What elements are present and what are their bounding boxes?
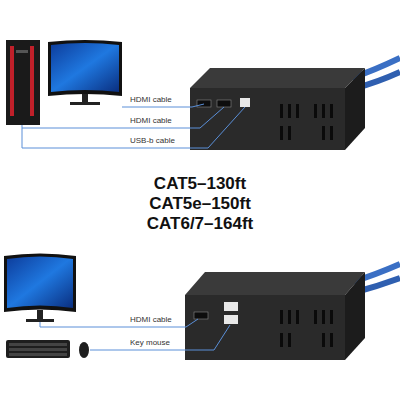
- tower-light: [30, 46, 34, 116]
- cable-label: HDMI cable: [128, 95, 174, 105]
- pc-tower: [6, 40, 40, 125]
- hdmi-port: [194, 312, 208, 319]
- hdmi-port: [197, 100, 211, 107]
- hdmi-port: [217, 100, 231, 107]
- cable-spec: CAT5e–150ft: [0, 194, 400, 214]
- mouse: [79, 342, 89, 358]
- usb-port: [224, 315, 238, 324]
- monitor-stand: [82, 94, 88, 103]
- tower-light: [10, 46, 14, 116]
- tower-body: [6, 40, 40, 125]
- keys: [9, 343, 67, 356]
- monitor-frame: [48, 40, 122, 96]
- box-top: [185, 272, 365, 295]
- transmitter-box: [190, 58, 400, 150]
- usb-port: [224, 302, 238, 311]
- cable-label: USB-b cable: [128, 136, 177, 146]
- box-front: [190, 88, 345, 150]
- cable-line: [22, 107, 224, 128]
- box-top: [190, 68, 365, 88]
- box-side: [345, 68, 365, 150]
- tower-drive: [16, 50, 28, 53]
- cable-spec: CAT5–130ft: [0, 174, 400, 194]
- monitor-screen: [7, 257, 73, 309]
- vents: [280, 310, 333, 347]
- cable-line: [22, 107, 245, 148]
- monitor: [48, 40, 122, 105]
- vents: [280, 104, 333, 140]
- cable-lines: [22, 104, 245, 148]
- usb-b-port: [240, 98, 250, 107]
- cable-line: [90, 325, 230, 350]
- cable-label: Key mouse: [128, 338, 172, 348]
- cable-line: [22, 125, 23, 148]
- cable-spec: CAT6/7–164ft: [0, 214, 400, 234]
- cable-line: [40, 319, 198, 327]
- keyboard: [6, 340, 70, 358]
- monitor-screen: [51, 43, 119, 92]
- box-side: [345, 272, 365, 360]
- monitor: [4, 254, 76, 323]
- cable-label: HDMI cable: [128, 315, 174, 325]
- cable-label: HDMI cable: [128, 116, 174, 126]
- monitor-base: [26, 319, 54, 322]
- monitor-frame: [4, 254, 76, 313]
- monitor-base: [70, 102, 100, 105]
- keyboard-body: [6, 340, 70, 358]
- monitor-stand: [37, 310, 43, 320]
